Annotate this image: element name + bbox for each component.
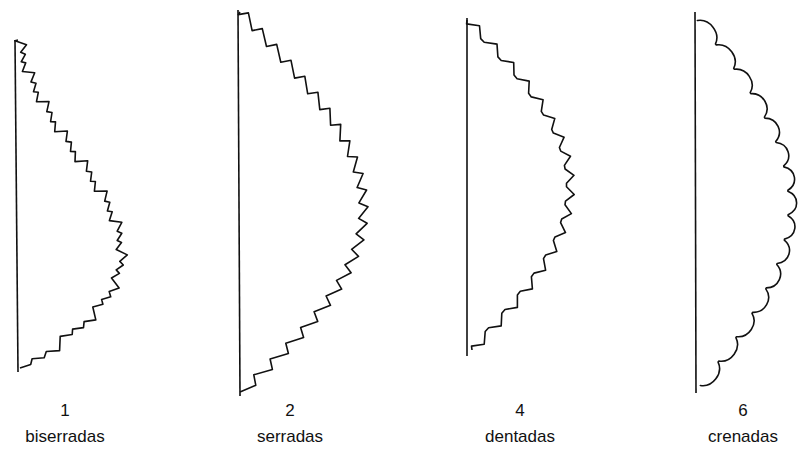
midrib	[15, 40, 18, 372]
midrib	[238, 10, 240, 396]
figure-number: 6	[738, 402, 747, 421]
crenate-margin	[697, 20, 797, 386]
margin-type-name: biserradas	[25, 428, 104, 447]
biserrate-margin	[15, 40, 127, 368]
figure-number: 4	[515, 402, 524, 421]
midrib	[466, 18, 468, 356]
dentate-margin	[467, 20, 575, 350]
figure-number: 2	[285, 402, 294, 421]
margin-type-name: serradas	[257, 428, 323, 447]
margin-type-name: crenadas	[708, 428, 778, 447]
margin-type-name: dentadas	[485, 428, 555, 447]
serrate-margin	[238, 12, 368, 392]
midrib	[695, 12, 696, 393]
figure-number: 1	[60, 402, 69, 421]
